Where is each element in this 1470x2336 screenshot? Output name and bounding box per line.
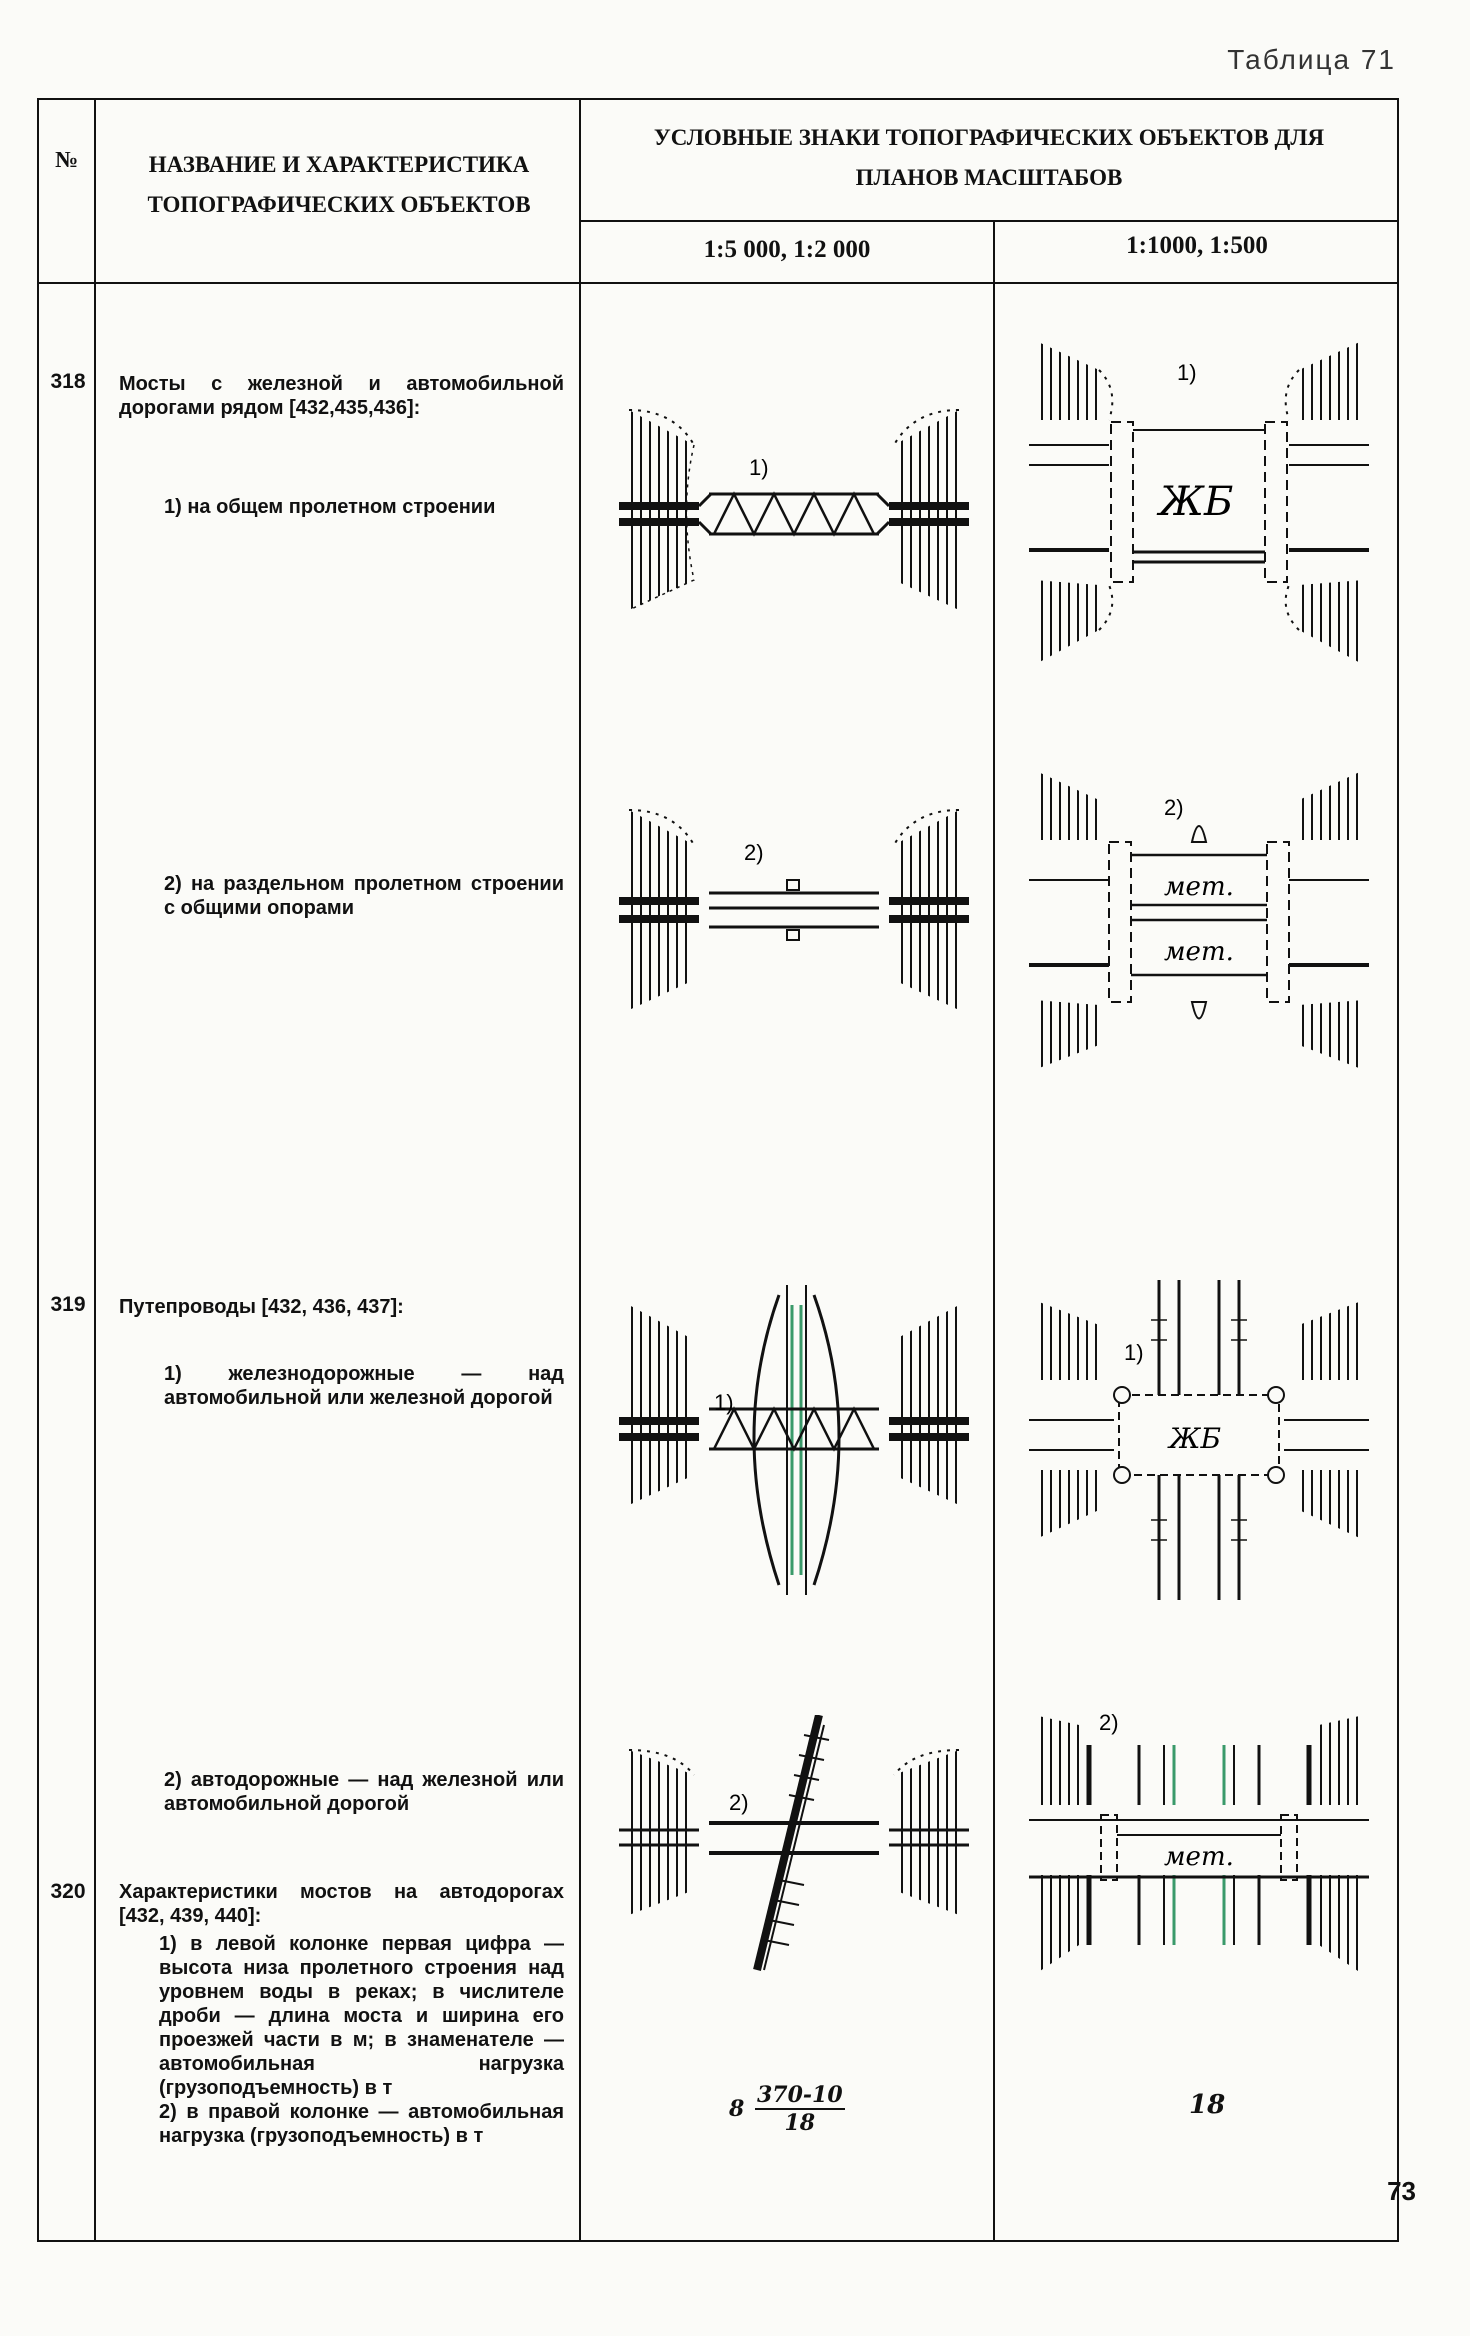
symbol-319-2-large: мет. 2) [1029, 1710, 1369, 1975]
page-number: 73 [1387, 2176, 1416, 2206]
symbol-318-1-large: ЖБ 1) [1029, 340, 1369, 665]
char-height: 8 [729, 2096, 745, 2122]
material-label-met: мет. [1164, 1842, 1234, 1872]
symbol-319-1-small: 1) [619, 1285, 969, 1595]
header-divider [39, 282, 1397, 284]
row-320-item2: 2) в правой колонке — автомобильная нагр… [159, 2101, 564, 2147]
conventional-signs-table: № НАЗВАНИЕ И ХАРАКТЕРИСТИКА ТОПОГРАФИЧЕС… [37, 98, 1399, 2242]
row-divider [579, 220, 1397, 222]
symbol-318-2-small: 2) [619, 809, 969, 1010]
row-319-item1: 1) железнодорожные — над автомобильной и… [164, 1363, 564, 1409]
row-320-item1: 1) в левой колонке первая цифра — высота… [159, 1933, 564, 2099]
header-scale-small: 1:5 000, 1:2 000 [703, 236, 871, 263]
char-denominator: 18 [784, 2110, 816, 2136]
bridge-characteristic-small: 8 370-10 18 [729, 2082, 845, 2136]
header-scale-large: 1:1000, 1:500 [1126, 232, 1268, 259]
column-divider [579, 100, 581, 2240]
material-label-met: мет. [1164, 872, 1234, 902]
symbol-label-1: 1) [1124, 1340, 1144, 1365]
symbol-label-1: 1) [1177, 360, 1197, 385]
material-label-met: мет. [1164, 937, 1234, 967]
row-318-item2: 2) на раздельном пролетном строении с об… [164, 873, 564, 919]
row-319-item2: 2) автодорожные — над железной или автом… [164, 1769, 564, 1815]
row-number-320: 320 [50, 1880, 86, 1903]
symbol-318-2-large: мет. мет. 2) [1029, 770, 1369, 1070]
symbol-319-1-large: ЖБ 1) [1029, 1280, 1369, 1600]
row-318-item1: 1) на общем пролетном строении [164, 496, 496, 518]
table-caption: Таблица 71 [1227, 44, 1396, 75]
symbol-label-2: 2) [1099, 1710, 1119, 1735]
row-number-318: 318 [50, 370, 86, 393]
header-object-name: НАЗВАНИЕ И ХАРАКТЕРИСТИКА ТОПОГРАФИЧЕСКИ… [147, 152, 531, 217]
bridge-characteristic-large: 18 [1189, 2090, 1226, 2120]
symbol-label-2: 2) [729, 1790, 749, 1815]
material-label-zhb: ЖБ [1167, 1422, 1221, 1455]
row-318-title: Мосты с железной и автомобильной дорогам… [119, 373, 564, 419]
symbol-label-1: 1) [714, 1390, 734, 1415]
symbol-318-1-small: 1) [619, 409, 969, 611]
header-number: № [54, 147, 79, 172]
row-number-319: 319 [50, 1293, 86, 1316]
row-319-title: Путепроводы [432, 436, 437]: [119, 1296, 404, 1318]
material-label-zhb: ЖБ [1156, 479, 1233, 525]
header-symbols: УСЛОВНЫЕ ЗНАКИ ТОПОГРАФИЧЕСКИХ ОБЪЕКТОВ … [653, 125, 1325, 190]
symbol-label-2: 2) [744, 840, 764, 865]
char-numerator: 370-10 [754, 2082, 845, 2110]
symbol-319-2-small: 2) [619, 1715, 969, 1971]
symbol-label-1: 1) [749, 455, 769, 480]
symbol-label-2: 2) [1164, 795, 1184, 820]
column-divider [993, 220, 995, 2240]
column-divider [94, 100, 96, 2240]
row-320-title: Характеристики мостов на автодорогах [43… [119, 1881, 564, 1927]
